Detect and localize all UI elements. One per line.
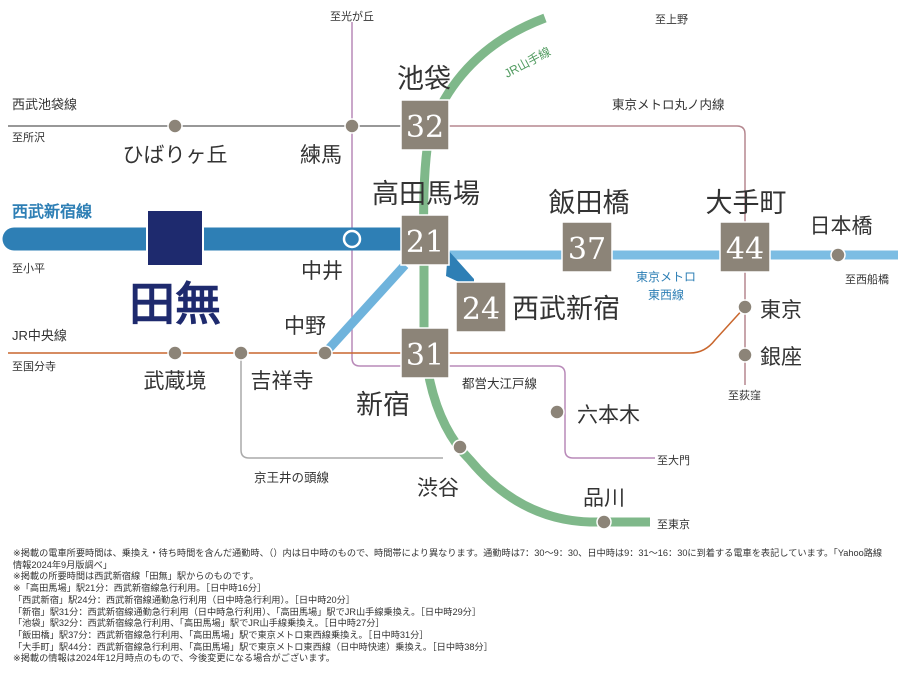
station-dot-kichijoji [233,345,249,361]
dir-ueno: 至上野 [655,13,688,26]
dir-daimon: 至大門 [657,453,690,467]
dir-kokubunji: 至国分寺 [12,360,56,373]
station-kichijoji: 吉祥寺 [251,369,314,393]
note-line: ※掲載の電車所要時間は、乗換え・待ち時間を含んだ通勤時、（）内は日中時のもので、… [13,548,883,570]
dir-nishifunabashi: 至西船橋 [845,272,889,286]
station-dot-nakai [342,229,362,249]
label-marunouchi: 東京メトロ丸ノ内線 [612,97,725,112]
station-dot-shibuya [452,439,468,455]
station-nerima: 練馬 [300,143,342,167]
oedo-line [351,22,655,459]
station-dot-hibarigaoka [167,118,183,134]
station-nakano: 中野 [284,314,326,338]
station-nihonbashi: 日本橋 [810,214,873,238]
minutes-iidabashi: 37 [568,232,606,267]
station-dot-roppongi [549,404,565,420]
station-shibuya: 渋谷 [417,476,459,500]
note-line: 「西武新宿」駅24分：西武新宿線通勤急行利用（日中時急行利用）。［日中時20分］ [13,594,355,605]
minutes-otemachi: 44 [726,232,764,267]
station-iidabashi: 飯田橋 [549,188,630,219]
station-dot-shinagawa [596,514,612,530]
station-roppongi: 六本木 [577,403,640,427]
dir-tokorozawa: 至所沢 [12,130,45,144]
tozai-branch-line [321,261,409,357]
box-otemachi: 44 [719,221,771,273]
station-shinagawa: 品川 [583,486,625,510]
station-musashisakai: 武蔵境 [144,369,207,393]
label-seibu-shinjuku: 西武新宿線 [12,202,92,221]
box-iidabashi: 37 [561,221,613,273]
label-tozai-2: 東西線 [648,287,684,302]
note-line: ※「高田馬場」駅21分：西武新宿線急行利用。［日中時16分］ [13,583,267,594]
station-tanashi: 田無 [129,277,221,331]
box-seibushinjuku: 24 [455,281,507,333]
note-line: 「池袋」駅32分：西武新宿線急行利用、「高田馬場」駅でJR山手線乗換え。［日中時… [13,618,385,629]
station-dot-musashisakai [167,345,183,361]
note-line: ※掲載の所要時間は西武新宿線「田無」駅からのものです。 [13,571,259,582]
footnotes: ※掲載の電車所要時間は、乗換え・待ち時間を含んだ通勤時、（）内は日中時のもので、… [13,548,891,665]
label-jr-chuo: JR中央線 [12,328,67,343]
route-map: 32 21 37 44 24 31 西武池袋線 西武新宿線 JR中央線 JR山手… [2,9,898,531]
station-ikebukuro: 池袋 [397,64,451,95]
minutes-shinjuku: 31 [406,338,444,373]
jr-chuo-line [8,306,746,354]
seibu-shinjuku-arrow [446,250,474,289]
dir-ogikubo: 至荻窪 [728,388,761,402]
jr-yamanote-line [419,13,650,527]
label-jr-yamanote: JR山手線 [501,44,553,81]
minutes-ikebukuro: 32 [406,110,444,145]
dir-hikarigaoka: 至光が丘 [330,9,374,23]
box-shinjuku: 31 [400,327,450,379]
label-tozai-1: 東京メトロ [636,270,696,284]
box-ikebukuro: 32 [400,99,450,151]
minutes-seibushinjuku: 24 [462,292,500,327]
tanashi-marker [146,209,204,267]
keio-inokashira-line [240,353,443,459]
station-hibarigaoka: ひばりヶ丘 [123,143,228,167]
note-line: 「新宿」駅31分：西武新宿線通勤急行利用（日中時急行利用）、「高田馬場」駅でJR… [13,606,482,617]
minutes-takadanobaba: 21 [406,225,444,260]
note-line: 「大手町」駅44分：西武新宿線急行利用、「高田馬場」駅で東京メトロ東西線（日中時… [13,641,493,652]
label-seibu-ikebukuro: 西武池袋線 [12,97,77,112]
marunouchi-line [448,125,746,385]
station-otemachi: 大手町 [706,188,787,219]
box-takadanobaba: 21 [400,214,450,266]
note-line: ※掲載の情報は2024年12月時点のもので、今後変更になる場合がございます。 [13,653,335,664]
dir-tokyo: 至東京 [657,517,690,531]
dir-kodaira: 至小平 [12,262,45,275]
note-line: 「飯田橋」駅37分：西武新宿線急行利用、「高田馬場」駅で東京メトロ東西線乗換え。… [13,629,429,640]
station-dot-ginza [737,347,753,363]
station-dot-nerima [344,118,360,134]
station-dot-tokyo [737,299,753,315]
station-takadanobaba: 高田馬場 [372,179,480,210]
station-seibushinjuku: 西武新宿 [512,294,620,325]
station-dot-nakano [317,345,333,361]
label-oedo: 都営大江戸線 [462,376,538,391]
station-nakai: 中井 [301,259,343,283]
station-shinjuku: 新宿 [356,390,410,421]
label-keio-inokashira: 京王井の頭線 [254,470,330,485]
station-dot-nihonbashi [830,247,846,263]
station-tokyo: 東京 [760,298,802,322]
station-ginza: 銀座 [760,345,802,369]
